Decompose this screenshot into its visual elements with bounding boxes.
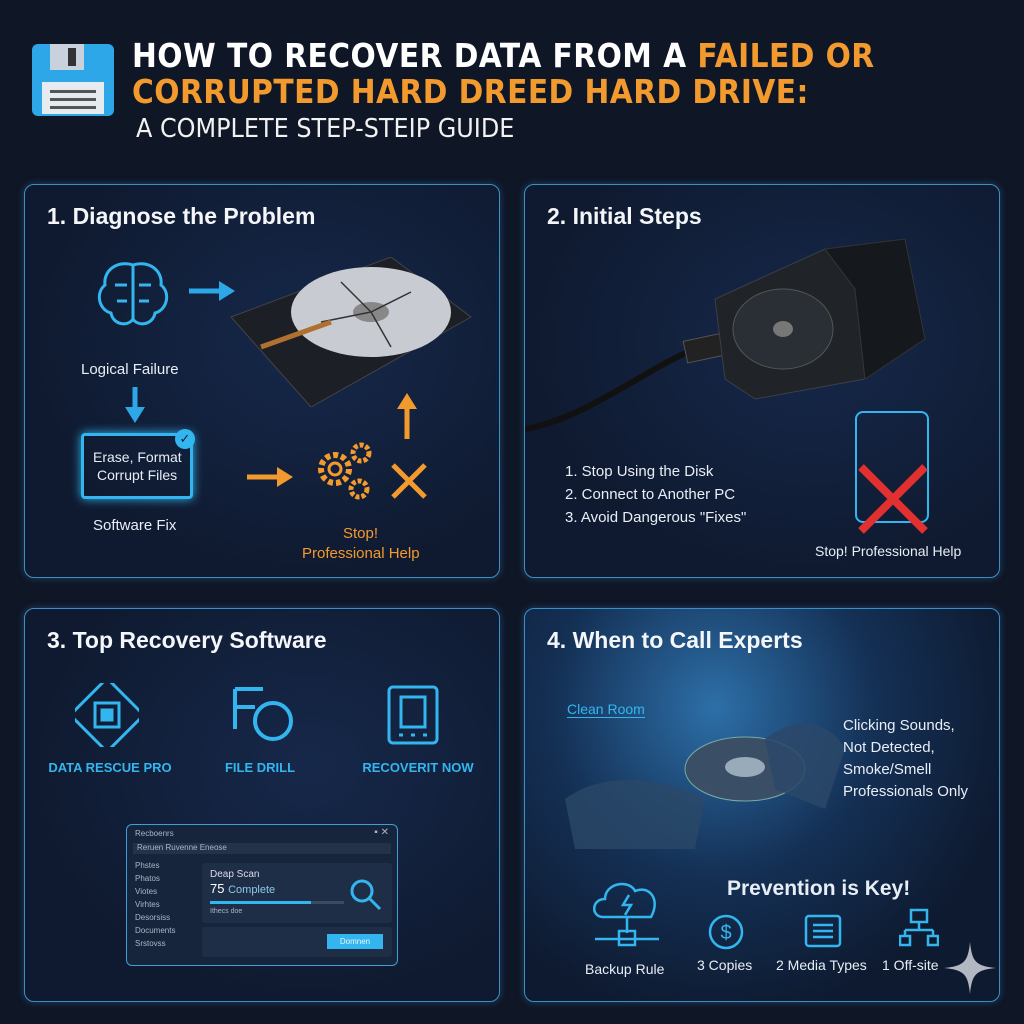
warning-sign-item: Not Detected, xyxy=(843,739,935,756)
recoverit-now-icon xyxy=(387,685,439,745)
gears-icon xyxy=(318,442,372,500)
step-item: 2. Connect to Another PC xyxy=(565,486,736,503)
progress-fill xyxy=(210,901,311,904)
monitor-icon xyxy=(81,433,193,499)
dollar-coin-icon: $ xyxy=(708,914,744,950)
page-title-line1: HOW TO RECOVER DATA FROM A FAILED OR xyxy=(132,36,875,75)
x-mark-icon xyxy=(391,463,427,499)
arrow-down-icon xyxy=(125,387,145,423)
data-rescue-pro-icon xyxy=(75,683,139,747)
brain-icon xyxy=(97,262,169,326)
page-title-line2: CORRUPTED HARD DREED HARD DRIVE: xyxy=(132,72,809,111)
software-label: FILE DRILL xyxy=(224,760,296,775)
sidebar-item[interactable]: Viotes xyxy=(135,887,158,896)
window-action-button[interactable]: Domnen xyxy=(327,934,383,949)
floppy-disk-icon xyxy=(32,44,114,116)
prevention-item: 2 Media Types xyxy=(776,957,867,973)
corrupt-files-label: Corrupt Files xyxy=(97,467,178,483)
red-x-icon xyxy=(858,464,928,534)
panel-initial-steps: 2. Initial Steps 1. Stop Using the Disk … xyxy=(524,184,1000,578)
panel-heading: 3. Top Recovery Software xyxy=(47,627,327,653)
step-item: 1. Stop Using the Disk xyxy=(565,463,714,480)
step-item: 3. Avoid Dangerous "Fixes" xyxy=(565,509,747,526)
warning-sign-item: Professionals Only xyxy=(843,783,969,800)
progress-label: Complete xyxy=(228,884,276,896)
network-offsite-icon xyxy=(899,908,939,947)
page-subtitle: A COMPLETE STEP-STEIP GUIDE xyxy=(136,114,515,144)
sidebar-item[interactable]: Phstes xyxy=(135,861,160,870)
arrow-up-icon xyxy=(397,393,417,439)
warning-sign-item: Clicking Sounds, xyxy=(843,717,955,734)
drive-outline-icon xyxy=(855,411,929,523)
sidebar-item[interactable]: Srstovss xyxy=(135,939,166,948)
progress-value: 75 xyxy=(210,881,225,896)
media-icon xyxy=(804,914,842,948)
prevention-item: 3 Copies xyxy=(697,957,753,973)
panel-diagnose: 1. Diagnose the Problem Logical Failure … xyxy=(24,184,500,578)
software-fix-label: Software Fix xyxy=(93,517,177,534)
stop-professional-help-label: Stop! Professional Help xyxy=(815,543,962,559)
warning-sign-item: Smoke/Smell xyxy=(843,761,932,778)
clean-room-label: Clean Room xyxy=(567,701,645,718)
stop-label: Stop! xyxy=(343,525,379,542)
arrow-right-icon xyxy=(189,281,235,301)
window-title: Recboenrs xyxy=(135,829,174,838)
window-close-icon[interactable]: ▪ ✕ xyxy=(374,827,389,838)
backup-rule-label: Backup Rule xyxy=(585,961,665,977)
window-tabs[interactable]: Reruen Ruvenne Eneose xyxy=(133,843,391,854)
panel-recovery-software: 3. Top Recovery Software DATA RESCUE PRO… xyxy=(24,608,500,1002)
check-icon: ✓ xyxy=(175,429,195,449)
panel-heading: 1. Diagnose the Problem xyxy=(47,203,316,229)
file-drill-icon xyxy=(233,687,293,741)
prevention-item: 1 Off-site xyxy=(882,957,939,973)
professional-help-label: Professional Help xyxy=(302,545,420,562)
scan-card: Deap Scan 75 Complete Ithecs doe xyxy=(202,863,392,923)
scan-status: Ithecs doe xyxy=(210,908,243,915)
clean-room-hands-image xyxy=(565,723,845,849)
cloud-backup-icon xyxy=(593,882,659,947)
logical-failure-label: Logical Failure xyxy=(81,361,179,378)
recovery-app-window: Recboenrs ▪ ✕ Reruen Ruvenne Eneose Phst… xyxy=(126,824,398,966)
external-drive-enclosure-image xyxy=(525,238,926,432)
progress-bar xyxy=(210,901,344,904)
sparkle-icon xyxy=(944,942,996,994)
magnifier-icon xyxy=(350,879,382,911)
arrow-right-orange-icon xyxy=(247,467,293,487)
hard-drive-image xyxy=(230,257,472,407)
scan-title: Deap Scan xyxy=(210,869,260,880)
panel-call-experts: 4. When to Call Experts Clean Room Click… xyxy=(524,608,1000,1002)
prevention-heading: Prevention is Key! xyxy=(727,877,911,900)
panel-heading: 2. Initial Steps xyxy=(547,203,702,229)
sidebar-item[interactable]: Virhtes xyxy=(135,900,160,909)
svg-text:$: $ xyxy=(720,922,731,944)
action-card: Domnen xyxy=(202,927,392,957)
sidebar-item[interactable]: Desorsiss xyxy=(135,913,171,922)
sidebar-item[interactable]: Documents xyxy=(135,926,176,935)
software-label: DATA RESCUE PRO xyxy=(48,760,172,775)
sidebar-item[interactable]: Phatos xyxy=(135,874,160,883)
window-sidebar: Phstes Phatos Viotes Virhtes Desorsiss D… xyxy=(135,859,175,950)
software-label: RECOVERIT NOW xyxy=(362,760,474,775)
erase-format-label: Erase, Format xyxy=(93,449,182,465)
panel-heading: 4. When to Call Experts xyxy=(547,627,803,653)
